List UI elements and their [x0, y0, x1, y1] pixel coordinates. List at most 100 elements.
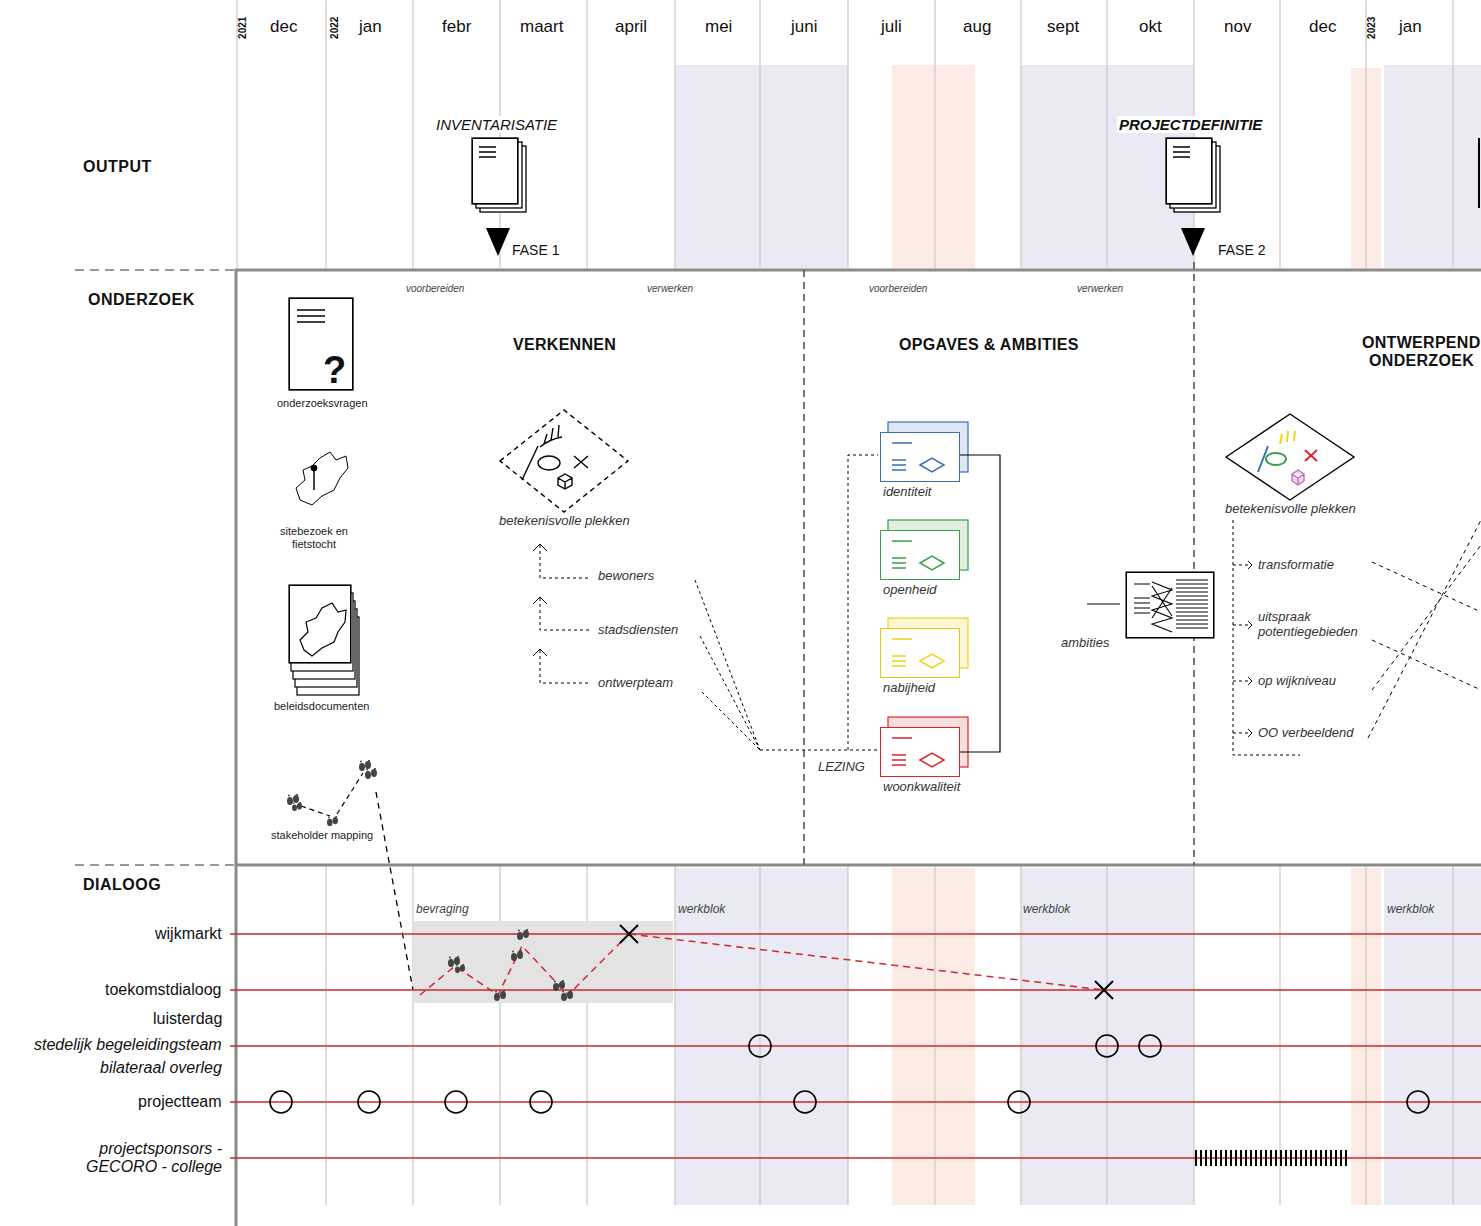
diamond-outline: [500, 410, 628, 512]
text-label: bewoners: [596, 569, 656, 584]
text-label: werkblok: [678, 903, 725, 917]
node-text: openheid: [881, 583, 939, 598]
meeting-circle: [1139, 1035, 1161, 1057]
site-map-icon: [296, 452, 348, 505]
text-label: FASE 1: [512, 242, 559, 258]
question-document: ?onderzoeksvragen: [289, 298, 353, 390]
document-stack: [472, 138, 518, 204]
meeting-circle: [1407, 1091, 1429, 1113]
place-diamond-fill: [1226, 414, 1354, 500]
place-diamond-fill: [500, 410, 628, 512]
design-leader-arrowheads: [1248, 561, 1252, 737]
text-label: maart: [520, 17, 563, 37]
text-label: OO verbeeldend: [1256, 726, 1355, 741]
place-icons: [558, 474, 572, 489]
node-text: woonkwaliteit: [881, 780, 962, 795]
text-label: OUTPUT: [83, 158, 152, 176]
diamond-outline: [500, 410, 628, 512]
text-label: op wijkniveau: [1256, 674, 1338, 689]
theme-card: nabijheid: [880, 628, 960, 678]
theme-cards: [892, 738, 944, 767]
theme-cards: [880, 628, 960, 678]
stakeholder-icons: [365, 768, 377, 779]
place-icons: [1266, 453, 1286, 465]
text-label: 2023: [1366, 17, 1378, 39]
design-leader-arrowheads: [1248, 561, 1252, 737]
input-leader-lines: [540, 545, 590, 683]
site-map-icon: [296, 452, 348, 505]
text-label: juni: [791, 17, 817, 37]
meeting-circle: [1008, 1091, 1030, 1113]
text-label: bilateraal overleg: [100, 1059, 222, 1077]
dialog-lines: [230, 934, 1481, 1158]
place-icons: [522, 446, 538, 480]
text-label: sept: [1047, 17, 1079, 37]
text-label: stedelijk begeleidingsteam: [34, 1036, 222, 1054]
document-stack: [1166, 138, 1212, 204]
footprint-icons: [448, 956, 460, 967]
phase-marker: [1181, 228, 1205, 256]
stakeholder-icons: [359, 760, 371, 771]
theme-cards: [892, 541, 944, 570]
node-text: INVENTARISATIE: [434, 116, 559, 133]
document-stack: [472, 138, 1479, 212]
theme-cards: [880, 727, 960, 777]
node-text: betekenisvolle plekken: [497, 514, 632, 529]
footprint-icons: [511, 950, 523, 961]
period-bands: [892, 65, 975, 268]
month-gridlines: [237, 0, 1453, 1205]
node-text: onderzoeksvragen: [275, 397, 370, 410]
section-frame: [804, 262, 1194, 865]
meeting-circle: [1096, 1035, 1118, 1057]
policy-document-stack: [289, 585, 351, 663]
text-label: dec: [270, 17, 297, 37]
footprint-icons: [455, 964, 465, 973]
theme-card: identiteit: [880, 432, 960, 482]
footprint-icons: [553, 980, 565, 991]
section-frame: [75, 262, 1481, 1226]
text-label: dec: [1309, 17, 1336, 37]
text-label: febr: [442, 17, 471, 37]
node-text: PROJECTDEFINITIE: [1117, 116, 1264, 133]
section-frame: [75, 270, 235, 865]
text-label: april: [615, 17, 647, 37]
footprint-icons: [448, 929, 573, 1001]
period-bands: [1384, 65, 1481, 268]
footprint-icons: [517, 929, 529, 940]
theme-card: openheid: [880, 530, 960, 580]
place-diamond-fill: [500, 410, 1354, 512]
period-bands: [1384, 868, 1481, 1205]
text-label: DIALOOG: [83, 876, 161, 894]
text-label: voorbereiden: [867, 283, 929, 295]
output-document: INVENTARISATIE: [472, 138, 518, 204]
ambition-doc: [1152, 582, 1172, 632]
text-label: mei: [705, 17, 732, 37]
period-bands: [675, 65, 1481, 1205]
phase-marker: [486, 228, 510, 256]
input-leader-lines: [533, 455, 878, 750]
design-leader-lines: [1368, 520, 1481, 738]
meeting-circle: [270, 1035, 1429, 1113]
event-cross: [620, 925, 1113, 999]
node-text: beleidsdocumenten: [272, 700, 371, 713]
design-leader-lines: [1233, 508, 1481, 755]
text-label: luisterdag: [153, 1010, 222, 1028]
footprint-icons: [561, 990, 573, 1001]
site-map-icon: [311, 465, 317, 471]
theme-card: woonkwaliteit: [880, 727, 960, 777]
decision-hatch-bar: [1195, 1150, 1350, 1166]
ambition-doc: [1126, 572, 1214, 638]
period-bands: [675, 65, 848, 268]
event-cross: [620, 925, 1113, 999]
input-leader-lines: [533, 544, 547, 656]
text-label: verwerken: [1075, 283, 1125, 295]
node-text: ?: [323, 349, 346, 393]
text-label: jan: [359, 17, 382, 37]
place-icons: [1280, 431, 1295, 444]
place-icons: [522, 425, 1317, 489]
stakeholder-icons: [376, 792, 413, 990]
meeting-circle: [358, 1091, 380, 1113]
text-label: projectteam: [138, 1093, 222, 1111]
text-label: 2022: [329, 17, 341, 39]
node-text: identiteit: [881, 485, 933, 500]
